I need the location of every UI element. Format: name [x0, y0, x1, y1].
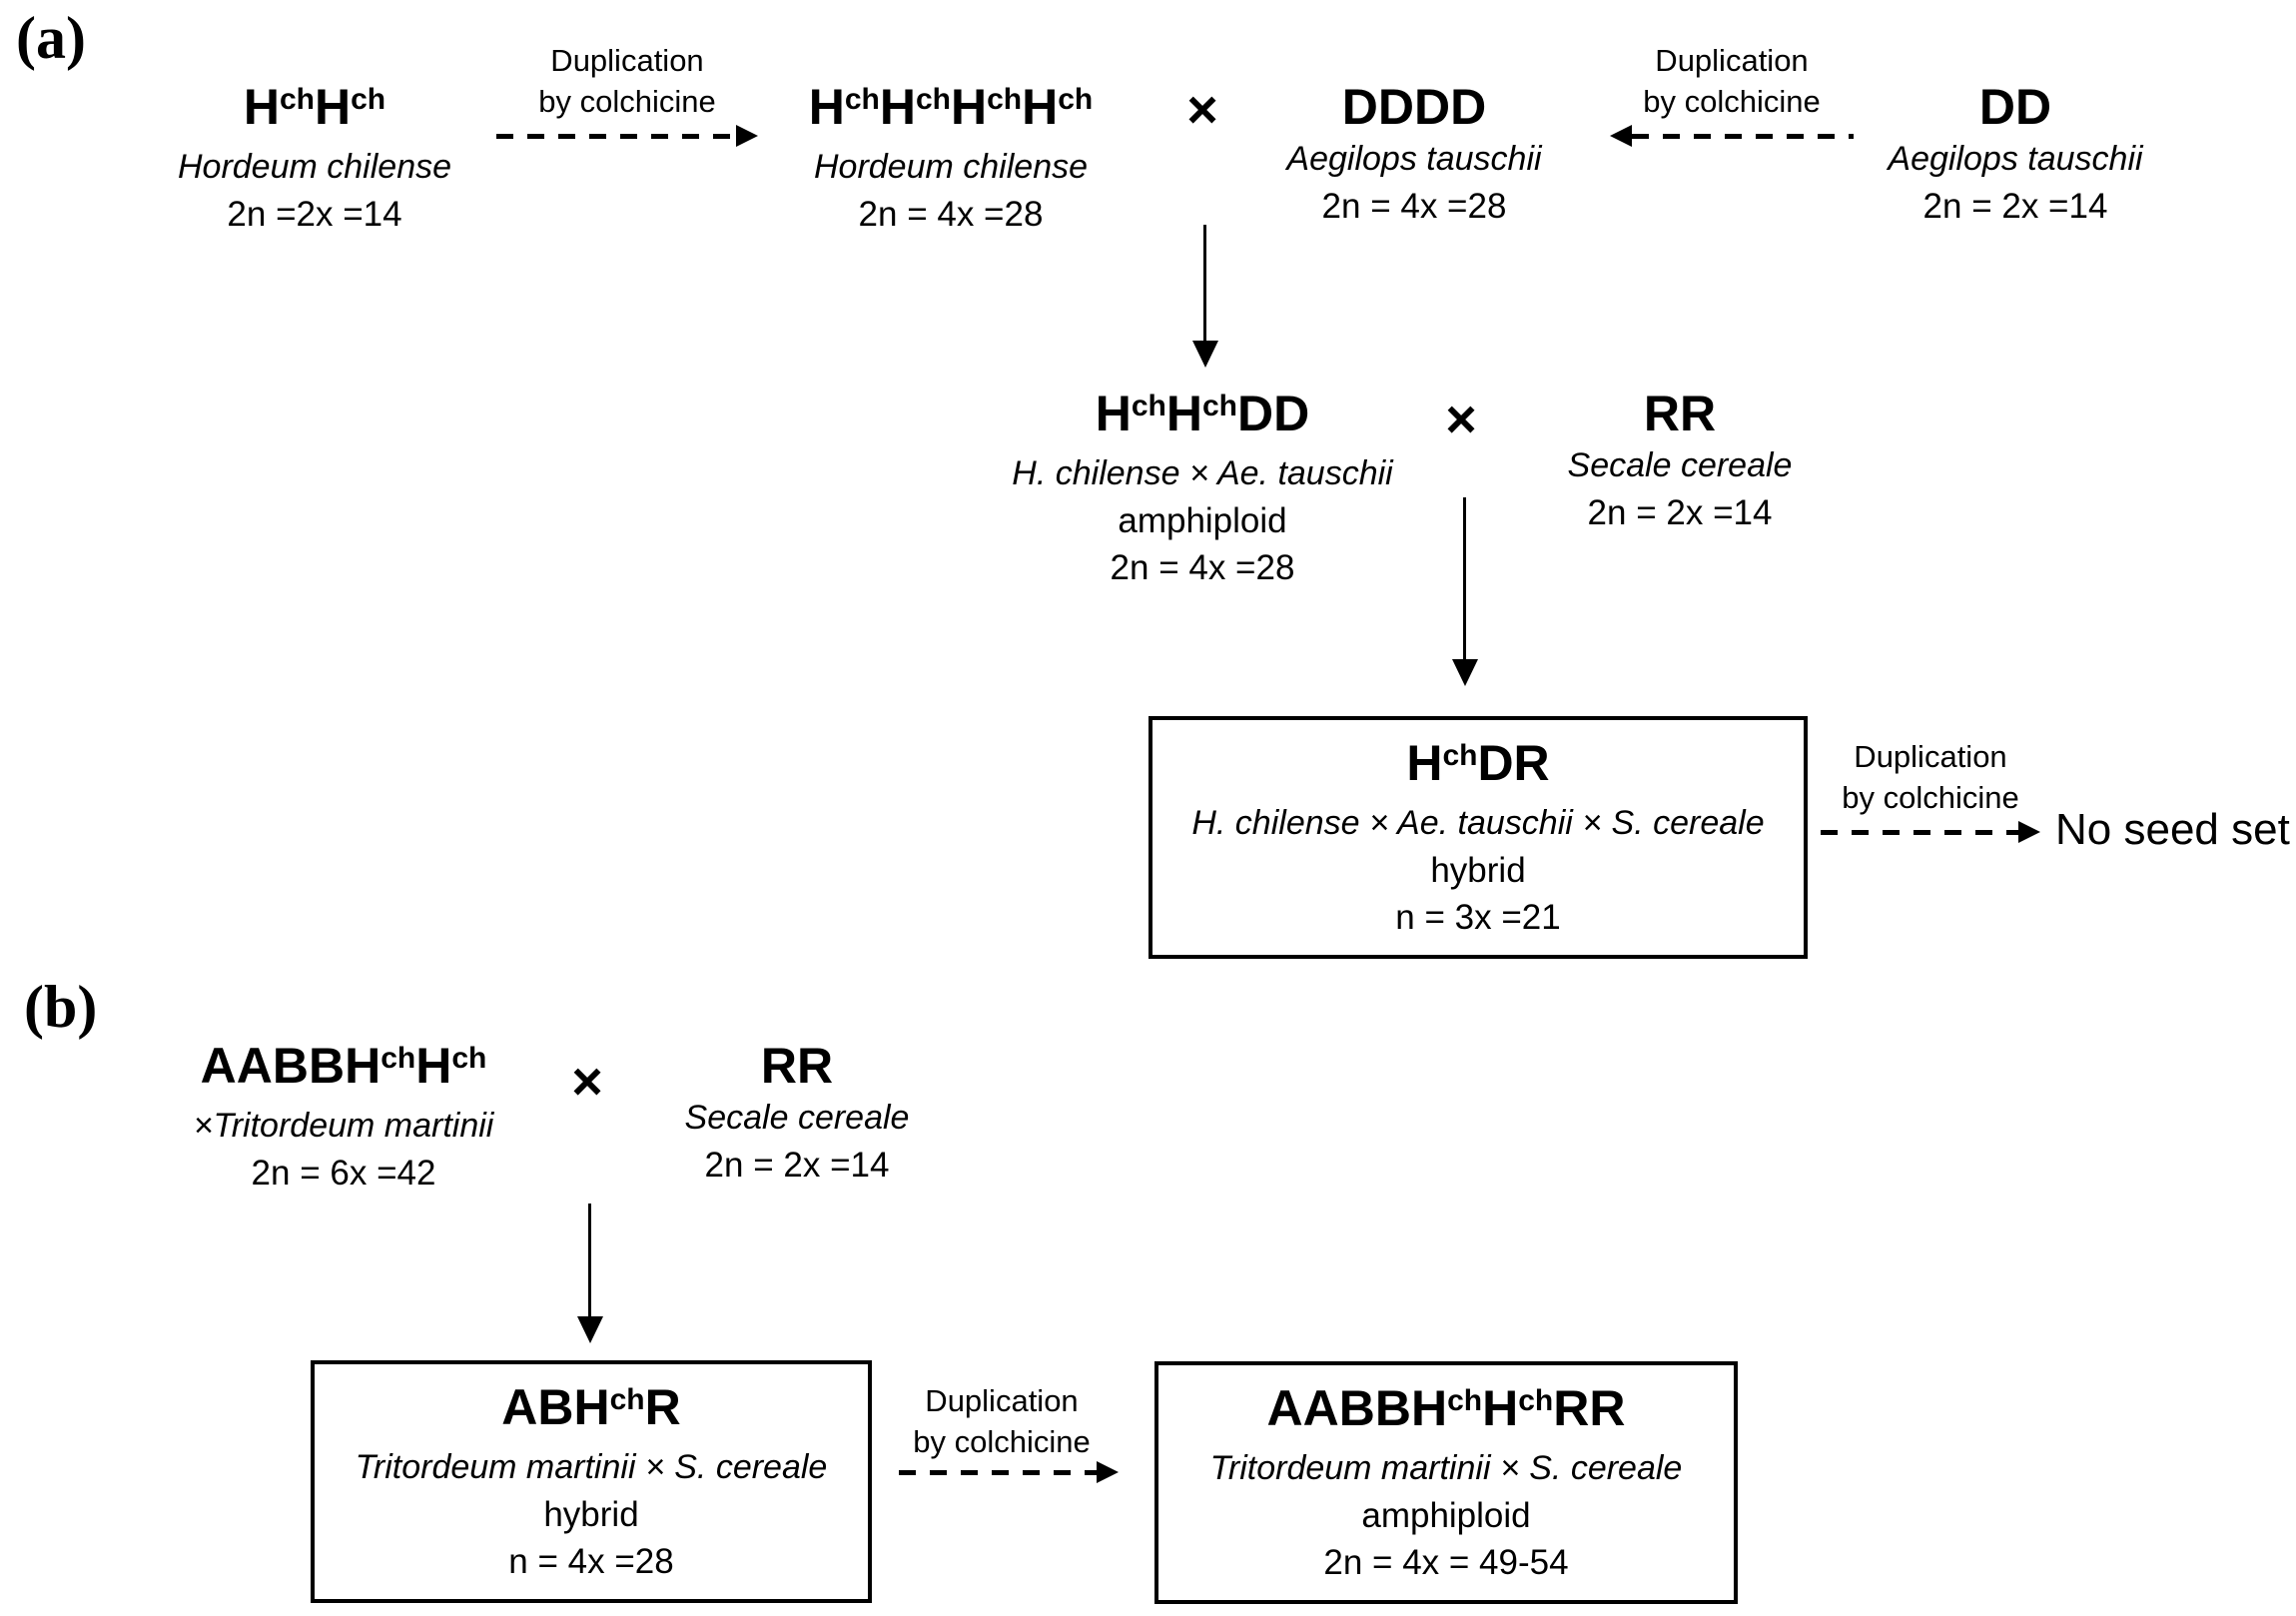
amphiploid-result-box: AABBHchHchRR Tritordeum martinii × S. ce… [1154, 1361, 1738, 1604]
duplication-label-line1: Duplication [1854, 739, 2007, 774]
duplication-label-line1: Duplication [1655, 43, 1809, 78]
duplication-label-line1: Duplication [925, 1383, 1079, 1418]
cross-icon: × [571, 1052, 603, 1112]
node-tritordeum-martinii: AABBHchHch ×Tritordeum martinii 2n = 6x … [194, 1037, 494, 1197]
species-name: H. chilense × Ae. tauschii [1012, 454, 1393, 492]
genome-formula: ABHchR [501, 1379, 681, 1435]
dashed-arrow-right-icon [496, 134, 736, 139]
genome-formula: DDDD [1341, 79, 1487, 135]
species-name: Tritordeum martinii × S. cereale [355, 1448, 828, 1486]
node-aegilops-tauschii-2x: DD Aegilops tauschii 2n = 2x =14 [1888, 78, 2142, 230]
cross-icon: × [1186, 80, 1218, 140]
arrowhead-down-icon [1452, 659, 1478, 686]
chromosome-count: 2n = 2x =14 [1587, 493, 1773, 532]
arrowhead-right-icon [1097, 1461, 1119, 1483]
down-arrow-icon [1203, 225, 1206, 341]
node-hordeum-chilense-2x: HchHch Hordeum chilense 2n =2x =14 [178, 78, 451, 238]
chromosome-count: n = 3x =21 [1395, 898, 1561, 937]
ploidy-type: hybrid [543, 1495, 639, 1534]
chromosome-count: 2n = 2x =14 [1922, 187, 2108, 226]
node-hordeum-chilense-4x: HchHchHchHch Hordeum chilense 2n = 4x =2… [809, 78, 1094, 238]
species-name: Hordeum chilense [813, 148, 1089, 186]
no-seed-set-text: No seed set [2055, 805, 2290, 854]
chromosome-count: 2n = 4x =28 [858, 195, 1044, 234]
duplication-label: Duplication by colchicine [1643, 40, 1820, 122]
ploidy-type: amphiploid [1118, 501, 1287, 540]
duplication-label: Duplication by colchicine [913, 1380, 1090, 1462]
genome-formula: AABBHchHch [200, 1038, 487, 1094]
arrowhead-right-icon [2018, 821, 2040, 843]
node-aegilops-tauschii-4x: DDDD Aegilops tauschii 2n = 4x =28 [1286, 78, 1541, 230]
arrowhead-down-icon [1192, 341, 1218, 368]
duplication-label-line2: by colchicine [1842, 780, 2019, 815]
duplication-label-line2: by colchicine [538, 84, 716, 119]
species-name: Hordeum chilense [177, 148, 452, 186]
chromosome-count: 2n = 2x =14 [704, 1146, 890, 1185]
ploidy-type: amphiploid [1361, 1496, 1531, 1535]
chromosome-count: 2n = 4x = 49-54 [1323, 1543, 1569, 1582]
chromosome-count: 2n = 6x =42 [251, 1154, 436, 1193]
species-name: Secale cereale [684, 1099, 910, 1137]
species-name: H. chilense × Ae. tauschii × S. cereale [1191, 804, 1765, 842]
dashed-arrow-right-icon [899, 1470, 1097, 1475]
chromosome-count: 2n = 4x =28 [1110, 548, 1295, 587]
chromosome-count: 2n =2x =14 [227, 195, 402, 234]
hybrid-result-box: HchDR H. chilense × Ae. tauschii × S. ce… [1148, 716, 1808, 959]
node-secale-cereale: RR Secale cereale 2n = 2x =14 [685, 1037, 910, 1189]
genome-formula: HchHchDD [1095, 386, 1310, 441]
down-arrow-icon [1463, 497, 1466, 659]
duplication-label: Duplication by colchicine [1842, 736, 2018, 818]
genome-formula: RR [760, 1038, 834, 1094]
hybrid-result-box: ABHchR Tritordeum martinii × S. cereale … [311, 1360, 872, 1603]
panel-b-label: (b) [24, 974, 98, 1040]
ploidy-type: hybrid [1430, 851, 1526, 890]
genome-formula: DD [1978, 79, 2052, 135]
species-name: Aegilops tauschii [1888, 140, 2143, 178]
cross-icon: × [1445, 390, 1477, 449]
duplication-label-line2: by colchicine [1643, 84, 1821, 119]
down-arrow-icon [588, 1204, 591, 1316]
panel-a-label: (a) [16, 5, 86, 71]
species-name: Tritordeum martinii × S. cereale [1209, 1449, 1683, 1487]
genome-formula: RR [1643, 386, 1717, 441]
node-amphiploid-hchhchdd: HchHchDD H. chilense × Ae. tauschii amph… [1012, 385, 1392, 591]
duplication-label-line2: by colchicine [913, 1424, 1091, 1459]
genome-formula: HchDR [1406, 735, 1550, 791]
dashed-arrow-right-icon [1821, 830, 2018, 835]
arrowhead-left-icon [1610, 125, 1632, 147]
node-secale-cereale: RR Secale cereale 2n = 2x =14 [1568, 385, 1793, 536]
genome-formula: HchHch [243, 79, 386, 135]
chromosome-count: n = 4x =28 [508, 1542, 674, 1581]
dashed-arrow-left-icon [1632, 134, 1854, 139]
chromosome-count: 2n = 4x =28 [1321, 187, 1507, 226]
species-name: ×Tritordeum martinii [193, 1107, 494, 1145]
species-name: Aegilops tauschii [1286, 140, 1542, 178]
species-name: Secale cereale [1567, 446, 1793, 484]
duplication-label-line1: Duplication [550, 43, 704, 78]
duplication-label: Duplication by colchicine [538, 40, 715, 122]
genome-formula: HchHchHchHch [808, 79, 1094, 135]
genome-formula: AABBHchHchRR [1266, 1380, 1626, 1436]
arrowhead-right-icon [736, 125, 758, 147]
arrowhead-down-icon [577, 1316, 603, 1343]
